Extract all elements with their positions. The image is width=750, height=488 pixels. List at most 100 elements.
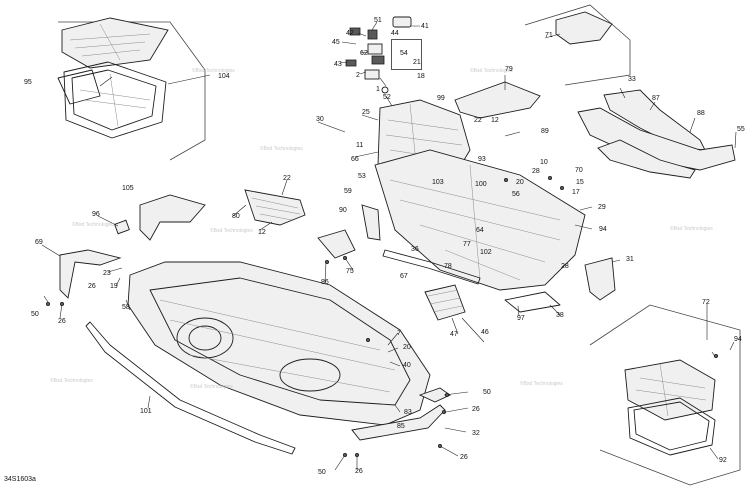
watermark-text: ©Bsd Technologies — [192, 67, 235, 74]
watermark-text: ©Bsd Technologies — [260, 145, 303, 152]
callout: 20 — [516, 179, 524, 186]
callout: 86 — [321, 279, 329, 286]
callout: 94 — [734, 336, 742, 343]
vent-grille-front — [424, 284, 466, 321]
callout: 85 — [397, 423, 405, 430]
callout: 12 — [491, 117, 499, 124]
callout: 30 — [316, 116, 324, 123]
callout: 96 — [92, 211, 100, 218]
callout: 33 — [628, 76, 636, 83]
callout: 50 — [483, 389, 491, 396]
callout: 26 — [88, 283, 96, 290]
callout: 2 — [356, 72, 360, 79]
callout: 1 — [376, 86, 380, 93]
callout: 7 — [397, 330, 401, 337]
callout: 55 — [737, 126, 745, 133]
callout: 97 — [517, 315, 525, 322]
callout: 64 — [476, 227, 484, 234]
callout: 46 — [481, 329, 489, 336]
callout: 56 — [512, 191, 520, 198]
callout: 40 — [403, 362, 411, 369]
callout: 70 — [575, 167, 583, 174]
callout: 101 — [140, 408, 152, 415]
trim-strip — [382, 249, 481, 285]
callout-numbers: 51 41 42 44 45 62 54 21 43 2 18 71 95 10… — [24, 17, 745, 476]
callout: 43 — [334, 61, 342, 68]
callout: 25 — [362, 109, 370, 116]
callout: 58 — [122, 304, 130, 311]
rub-rail-left — [85, 321, 296, 455]
diagram-code: 34S1603a — [4, 476, 36, 483]
callout: 99 — [437, 95, 445, 102]
callout: 51 — [374, 17, 382, 24]
callout: 66 — [351, 156, 359, 163]
callout: 79 — [505, 66, 513, 73]
callout: 11 — [356, 142, 363, 149]
callout: 54 — [400, 50, 408, 57]
callout: 90 — [339, 207, 347, 214]
watermark-text: ©Bsd Technologies — [470, 67, 513, 74]
fasteners — [46, 175, 719, 457]
callout: 31 — [626, 256, 634, 263]
callout: 93 — [478, 156, 486, 163]
callout: 78 — [444, 263, 452, 270]
callout: 19 — [110, 283, 118, 290]
rear-bumper — [351, 387, 451, 441]
storage-lid — [454, 81, 541, 119]
seat-assembly — [577, 89, 736, 179]
callout: 28 — [561, 263, 569, 270]
knee-pad — [317, 204, 381, 259]
callout: 26 — [355, 468, 363, 475]
callout: 18 — [417, 73, 425, 80]
frame-bottom-right — [589, 304, 741, 486]
callout: 53 — [358, 173, 366, 180]
callout: 42 — [346, 30, 354, 37]
callout: 28 — [532, 168, 540, 175]
vent-grille-left — [244, 189, 306, 226]
callout: 77 — [463, 241, 471, 248]
callout: 23 — [103, 270, 111, 277]
callout: 59 — [344, 188, 352, 195]
callout: 83 — [404, 409, 412, 416]
callout: 88 — [697, 110, 705, 117]
highlighted-part-box[interactable] — [391, 39, 422, 70]
lower-hull — [127, 261, 431, 426]
step-plate — [504, 291, 561, 313]
callout: 22 — [474, 117, 482, 124]
callout: 22 — [283, 175, 291, 182]
callout: 69 — [35, 239, 43, 246]
callout: 72 — [702, 299, 710, 306]
callout: 71 — [545, 32, 553, 39]
callout: 75 — [346, 268, 354, 275]
callout: 10 — [540, 159, 548, 166]
callout: 87 — [652, 95, 660, 102]
callout: 36 — [411, 246, 419, 253]
callout: 17 — [572, 189, 580, 196]
frame-top-right — [524, 4, 631, 86]
callout: 26 — [58, 318, 66, 325]
callout: 44 — [391, 30, 399, 37]
callout: 80 — [232, 213, 240, 220]
group-frames — [58, 4, 741, 486]
callout: 32 — [472, 430, 480, 437]
callout: 89 — [541, 128, 549, 135]
watermarks: ©Bsd Technologies ©Bsd Technologies ©Bsd… — [50, 67, 713, 390]
callout: 50 — [31, 311, 39, 318]
callout: 94 — [599, 226, 607, 233]
storage-seal — [627, 397, 716, 456]
callout: 20 — [403, 344, 411, 351]
callout: 45 — [332, 39, 340, 46]
watermark-text: ©Bsd Technologies — [190, 383, 233, 390]
frame-top-left — [58, 21, 206, 161]
callout: 52 — [383, 94, 391, 101]
callout: 26 — [460, 454, 468, 461]
watermark-text: ©Bsd Technologies — [50, 377, 93, 384]
callout: 67 — [400, 273, 408, 280]
leader-lines — [41, 21, 737, 471]
watermark-text: ©Bsd Technologies — [670, 225, 713, 232]
callout: 95 — [24, 79, 32, 86]
callout: 62 — [360, 50, 368, 57]
middle-hull — [374, 149, 586, 291]
